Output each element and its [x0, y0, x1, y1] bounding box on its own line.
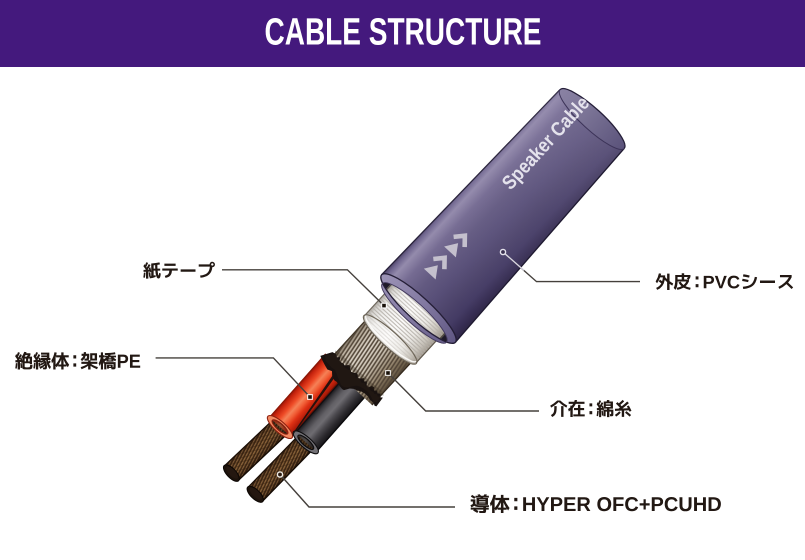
svg-text:CABLE STRUCTURE: CABLE STRUCTURE [265, 12, 542, 54]
